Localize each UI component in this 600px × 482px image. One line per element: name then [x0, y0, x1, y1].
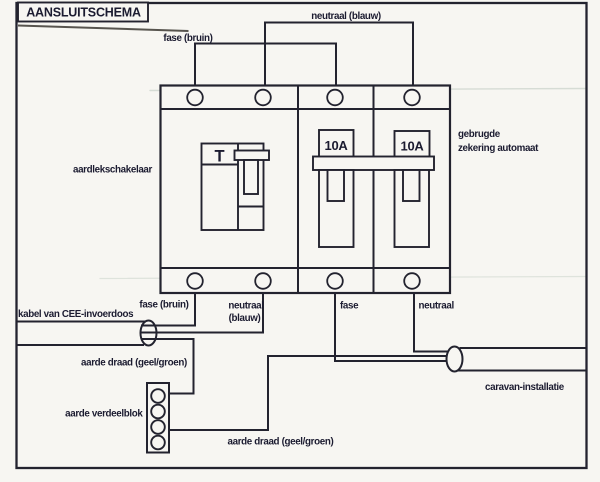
earth-block-terminal-2 — [150, 403, 166, 420]
caravan-cable-label: caravan-installatie — [485, 382, 565, 393]
earth-block-terminal-3 — [150, 419, 166, 435]
terminal-top-neutraal-in — [254, 88, 272, 107]
scan-artifact-line — [17, 24, 189, 32]
terminal-top-breaker2 — [403, 88, 421, 107]
earth-out-wire — [169, 355, 447, 431]
rcd-toggle-handle — [243, 159, 259, 195]
earth-wire-label-1: aarde draad (geel/groen) — [81, 358, 187, 369]
breaker-bridge-bar — [312, 155, 435, 171]
breaker2-handle — [402, 169, 421, 202]
title-box: AANSLUITSCHEMA — [17, 1, 149, 23]
earth-block-label: aarde verdeelblok — [65, 409, 143, 420]
earth-block-terminal-1 — [150, 388, 166, 404]
cee-cable — [17, 293, 264, 395]
terminal-bottom-caravan-fase — [326, 272, 344, 290]
breaker1-rating-box — [318, 129, 355, 158]
earth-block — [146, 382, 170, 454]
breaker1-rating-label: 10A — [325, 138, 349, 153]
breaker1-handle — [326, 169, 345, 202]
caravan-neutraal-label: neutraal — [419, 301, 455, 312]
title-box-frame — [17, 1, 149, 23]
caravan-cable — [334, 293, 586, 373]
terminal-bottom-fase — [186, 272, 204, 290]
caravan-cable-ellipse — [445, 345, 464, 373]
caravan-fase-label: fase — [340, 301, 359, 312]
page-title: AANSLUITSCHEMA — [26, 6, 141, 20]
neutraal-top-wire — [264, 21, 414, 87]
rcd-module: T — [200, 142, 270, 231]
breaker-panel: T 10A 10A — [159, 84, 452, 295]
rcd-inner-box — [200, 142, 265, 231]
cee-fase-conductor — [141, 293, 196, 327]
rcd-test-button-label: T — [214, 148, 224, 166]
breaker2-rating-label: 10A — [401, 139, 425, 154]
neutraal-bottom-label-line1: neutraal — [228, 301, 264, 312]
earth-block-terminal-4 — [150, 434, 166, 451]
bridged-breaker-label-line1: gebrugde — [458, 129, 501, 140]
cee-neutraal-conductor — [141, 293, 264, 334]
neutraal-bottom-label-line2: (blauw) — [229, 313, 261, 324]
rcd-toggle-bar — [233, 149, 270, 161]
earth-wire-label-2: aarde draad (geel/groen) — [228, 437, 334, 448]
terminal-top-breaker1 — [326, 88, 344, 107]
cee-cable-ellipse — [139, 319, 158, 347]
bridged-breaker-label-line2: zekering automaat — [458, 143, 539, 154]
cee-cable-label: kabel van CEE-invoerdoos — [18, 309, 134, 320]
terminal-bottom-caravan-neutraal — [403, 272, 421, 290]
rcd-label: aardlekschakelaar — [73, 165, 153, 176]
fase-bruin-bottom-label: fase (bruin) — [139, 300, 188, 311]
cee-earth-conductor — [142, 338, 195, 395]
fase-top-label: fase (bruin) — [163, 33, 212, 44]
neutraal-top-label: neutraal (blauw) — [311, 11, 381, 22]
caravan-neutraal-wire — [413, 293, 448, 353]
page-border — [15, 1, 588, 470]
terminal-bottom-neutraal — [254, 272, 272, 290]
terminal-top-fase-in — [186, 88, 204, 107]
caravan-fase-wire — [334, 293, 447, 362]
